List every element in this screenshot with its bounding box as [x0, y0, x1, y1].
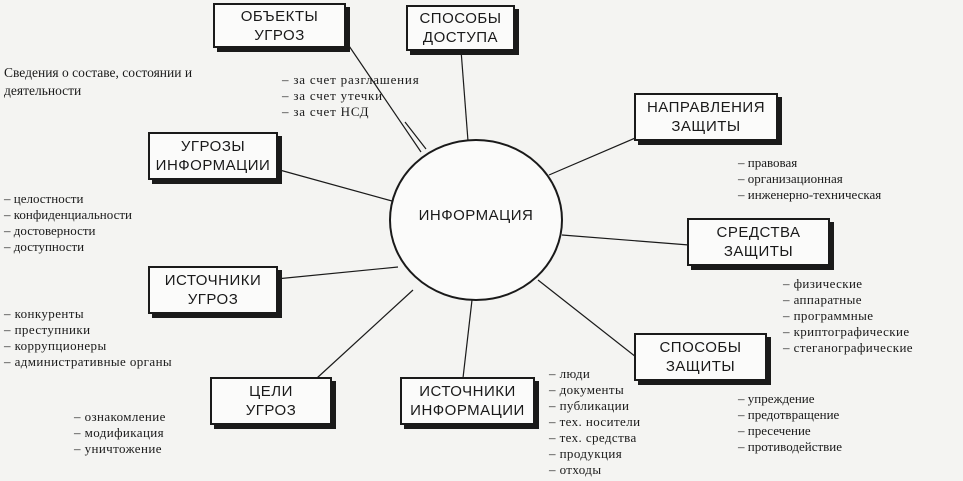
list-item: за счет утечки — [282, 88, 419, 104]
node-information-threats: УГРОЗЫ ИНФОРМАЦИИ — [148, 132, 278, 180]
list-item: за счет НСД — [282, 104, 419, 120]
list-access-methods: за счет разглашенияза счет утечкиза счет… — [282, 72, 419, 120]
list-item: отходы — [549, 462, 640, 478]
node-protection-methods: СПОСОБЫ ЗАЩИТЫ — [634, 333, 767, 381]
node-protection-directions: НАПРАВЛЕНИЯ ЗАЩИТЫ — [634, 93, 778, 141]
list-item: физические — [783, 276, 913, 292]
list-information-sources: людидокументыпубликациитех. носителитех.… — [549, 366, 640, 478]
node-threat-objects: ОБЪЕКТЫ УГРОЗ — [213, 3, 346, 48]
list-item: административные органы — [4, 354, 172, 370]
list-item: аппаратные — [783, 292, 913, 308]
list-item: публикации — [549, 398, 640, 414]
list-item: достоверности — [4, 223, 132, 239]
list-item: организационная — [738, 171, 881, 187]
list-item: ознакомление — [74, 409, 166, 425]
connector-access-methods — [460, 49, 469, 142]
list-item: доступности — [4, 239, 132, 255]
list-item: преступники — [4, 322, 172, 338]
list-item: упреждение — [738, 391, 842, 407]
list-item: конфиденциальности — [4, 207, 132, 223]
node-information-sources: ИСТОЧНИКИ ИНФОРМАЦИИ — [400, 377, 535, 425]
list-item: противодействие — [738, 439, 842, 455]
connector-protection-directions — [548, 135, 641, 176]
list-item: пресечение — [738, 423, 842, 439]
connector-protection-methods — [537, 279, 637, 358]
list-item: модификация — [74, 425, 166, 441]
connector-threat-goals — [316, 289, 414, 379]
list-item: тех. носители — [549, 414, 640, 430]
list-threats: целостностиконфиденциальностидостовернос… — [4, 191, 132, 255]
list-item: программные — [783, 308, 913, 324]
list-item: стеганографические — [783, 340, 913, 356]
center-circle — [389, 139, 563, 301]
list-threat-goals: ознакомлениемодификацияуничтожение — [74, 409, 166, 457]
list-threat-sources: конкурентыпреступникикоррупционерыадмини… — [4, 306, 172, 370]
connector-threat-sources — [275, 266, 399, 280]
connector-information-sources — [462, 299, 473, 379]
information-definition-note: Сведения о составе, состоянии и деятельн… — [4, 65, 193, 98]
connector-information-threats — [275, 168, 393, 202]
node-access-methods: СПОСОБЫ ДОСТУПА — [406, 5, 515, 51]
connector-protection-means — [561, 234, 690, 246]
list-item: правовая — [738, 155, 881, 171]
list-item: инженерно-техническая — [738, 187, 881, 203]
center-label: ИНФОРМАЦИЯ — [418, 207, 534, 224]
list-item: продукция — [549, 446, 640, 462]
list-item: криптографические — [783, 324, 913, 340]
node-threat-goals: ЦЕЛИ УГРОЗ — [210, 377, 332, 425]
list-item: целостности — [4, 191, 132, 207]
list-item: за счет разглашения — [282, 72, 419, 88]
list-item: уничтожение — [74, 441, 166, 457]
list-protection-directions: правоваяорганизационнаяинженерно-техниче… — [738, 155, 881, 203]
node-protection-means: СРЕДСТВА ЗАЩИТЫ — [687, 218, 830, 266]
list-item: конкуренты — [4, 306, 172, 322]
list-item: коррупционеры — [4, 338, 172, 354]
list-item: предотвращение — [738, 407, 842, 423]
list-protection-methods: упреждениепредотвращениепресечениепротив… — [738, 391, 842, 455]
list-protection-means: физическиеаппаратныепрограммныекриптогра… — [783, 276, 913, 356]
list-item: тех. средства — [549, 430, 640, 446]
connector-access-methods-extra — [404, 121, 427, 150]
list-item: люди — [549, 366, 640, 382]
list-item: документы — [549, 382, 640, 398]
